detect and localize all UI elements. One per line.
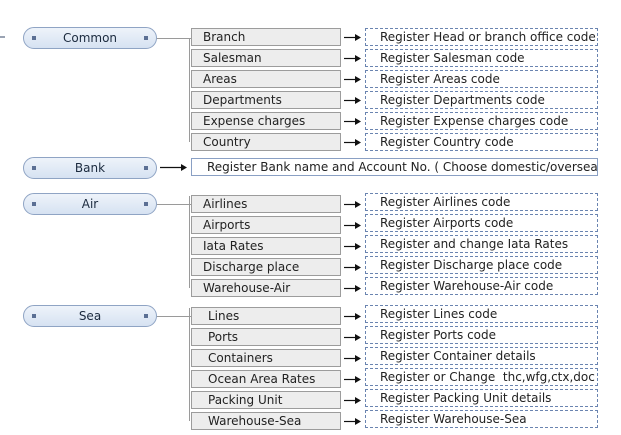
arrow-icon <box>344 55 361 62</box>
bracket-line <box>189 308 190 421</box>
arrow-icon <box>344 285 361 292</box>
arrow-icon <box>344 334 361 341</box>
arrow-icon <box>344 264 361 271</box>
arrow-icon <box>344 97 361 104</box>
arrow-icon <box>344 34 361 41</box>
item-expense-charges: Expense charges <box>191 112 341 130</box>
group-air: Air <box>23 193 157 215</box>
group-label: Common <box>62 31 118 45</box>
desc-salesman: Register Salesman code <box>365 49 598 67</box>
desc-bank: Register Bank name and Account No. ( Cho… <box>191 158 598 176</box>
arrow-icon <box>160 164 187 171</box>
desc-iata-rates: Register and change Iata Rates <box>365 235 598 253</box>
arrow-icon <box>344 139 361 146</box>
desc-discharge-place: Register Discharge place code <box>365 256 598 274</box>
item-departments: Departments <box>191 91 341 109</box>
item-areas: Areas <box>191 70 341 88</box>
item-packing-unit: Packing Unit <box>191 391 341 409</box>
bullet-icon <box>144 166 148 170</box>
desc-ports: Register Ports code <box>365 326 598 344</box>
group-common: Common <box>23 27 157 49</box>
item-ports: Ports <box>191 328 341 346</box>
item-containers: Containers <box>191 349 341 367</box>
item-discharge-place: Discharge place <box>191 258 341 276</box>
item-lines: Lines <box>191 307 341 325</box>
bullet-icon <box>32 314 36 318</box>
group-sea: Sea <box>23 305 157 327</box>
bullet-icon <box>144 314 148 318</box>
desc-warehouse-air: Register Warehouse-Air code <box>365 277 598 295</box>
group-label: Sea <box>78 309 102 323</box>
group-label: Air <box>81 197 99 211</box>
arrow-icon <box>344 418 361 425</box>
desc-airports: Register Airports code <box>365 214 598 232</box>
bullet-icon <box>32 202 36 206</box>
arrow-icon <box>344 313 361 320</box>
desc-country: Register Country code <box>365 133 598 151</box>
bullet-icon <box>32 166 36 170</box>
desc-warehouse-sea: Register Warehouse-Sea <box>365 410 598 428</box>
item-warehouse-air: Warehouse-Air <box>191 279 341 297</box>
item-warehouse-sea: Warehouse-Sea <box>191 412 341 430</box>
bracket-line <box>189 196 190 288</box>
desc-areas: Register Areas code <box>365 70 598 88</box>
arrow-icon <box>344 222 361 229</box>
connector-line <box>157 38 191 39</box>
connector-line <box>157 316 191 317</box>
desc-branch: Register Head or branch office code <box>365 28 598 46</box>
desc-lines: Register Lines code <box>365 305 598 323</box>
group-label: Bank <box>74 161 106 175</box>
desc-airlines: Register Airlines code <box>365 193 598 211</box>
arrow-icon <box>344 376 361 383</box>
item-country: Country <box>191 133 341 151</box>
bullet-icon <box>144 36 148 40</box>
desc-ocean-area-rates: Register or Change thc,wfg,ctx,doc <box>365 368 598 386</box>
bracket-line <box>189 38 190 142</box>
desc-departments: Register Departments code <box>365 91 598 109</box>
arrow-icon <box>344 243 361 250</box>
bullet-icon <box>32 36 36 40</box>
arrow-icon <box>344 118 361 125</box>
item-iata-rates: Iata Rates <box>191 237 341 255</box>
bullet-icon <box>144 202 148 206</box>
arrow-icon <box>344 201 361 208</box>
edge-mark <box>0 36 5 38</box>
desc-containers: Register Container details <box>365 347 598 365</box>
item-airlines: Airlines <box>191 195 341 213</box>
arrow-icon <box>344 397 361 404</box>
item-salesman: Salesman <box>191 49 341 67</box>
desc-expense-charges: Register Expense charges code <box>365 112 598 130</box>
desc-packing-unit: Register Packing Unit details <box>365 389 598 407</box>
connector-line <box>157 204 191 205</box>
arrow-icon <box>344 76 361 83</box>
item-ocean-area-rates: Ocean Area Rates <box>191 370 341 388</box>
item-branch: Branch <box>191 28 341 46</box>
arrow-icon <box>344 355 361 362</box>
item-airports: Airports <box>191 216 341 234</box>
group-bank: Bank <box>23 157 157 179</box>
